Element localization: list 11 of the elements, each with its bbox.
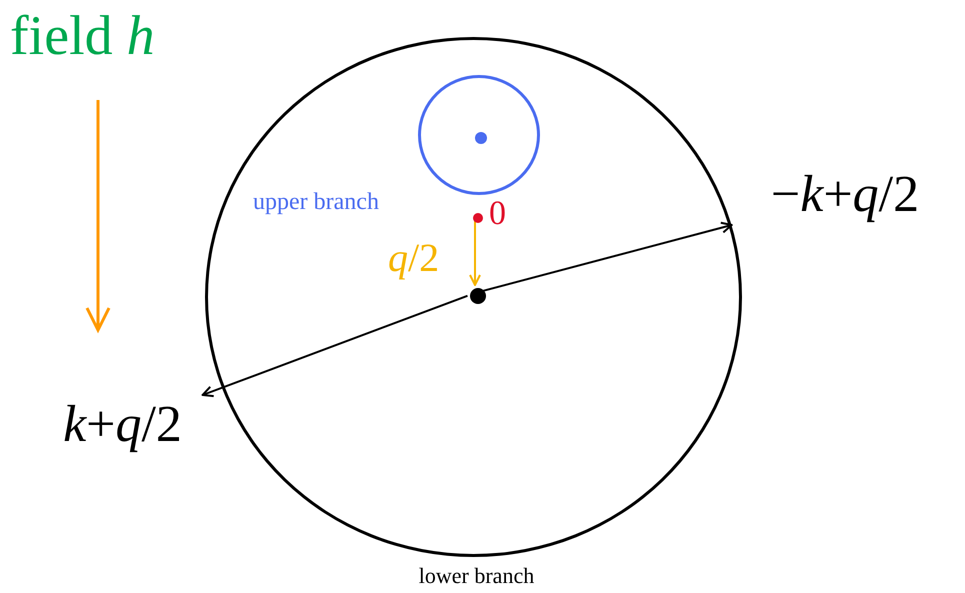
branch-label: upper branch (252, 190, 380, 214)
math-label: −k+q/2 (730, 165, 960, 225)
point-label: 0 (489, 197, 506, 231)
dot (475, 132, 487, 144)
dot (470, 288, 486, 304)
math-label: k+q/2 (25, 395, 220, 455)
branch-label: lower branch (418, 565, 536, 587)
arrow (482, 222, 733, 292)
field-label: field h (10, 8, 155, 64)
arrow (469, 220, 481, 286)
arrow (202, 294, 468, 398)
